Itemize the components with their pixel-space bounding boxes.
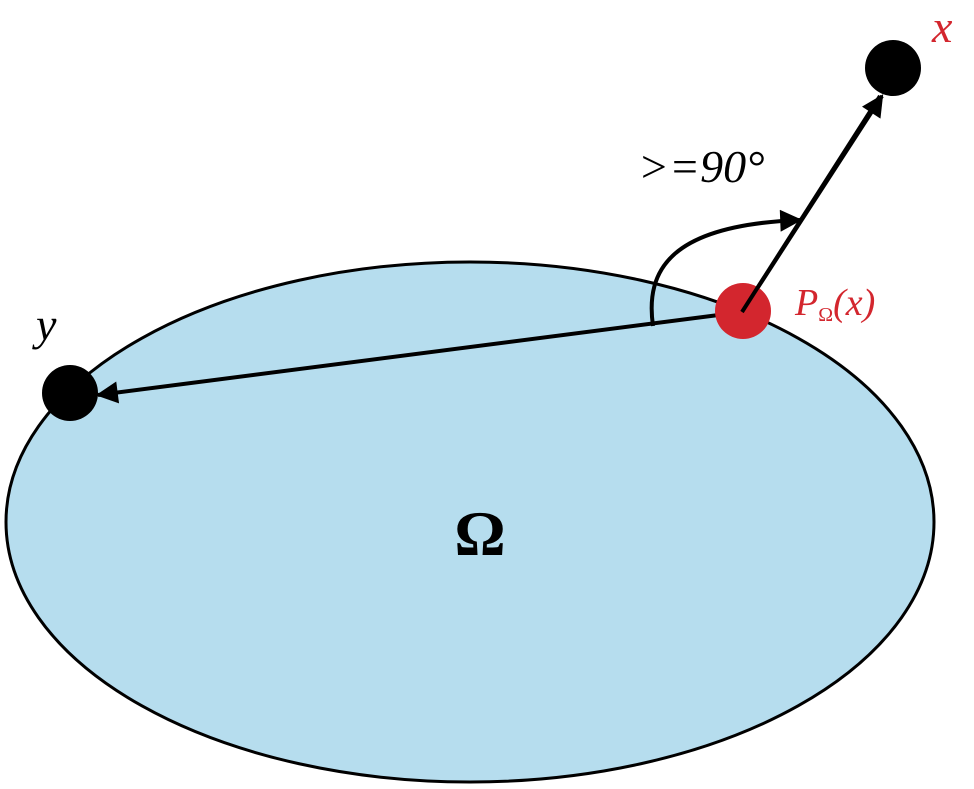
label-angle: >=90° [638, 141, 764, 192]
label-x: x [931, 1, 953, 52]
angle-arc [649, 209, 803, 327]
label-y: y [32, 299, 57, 350]
arrow-vertex [740, 94, 882, 314]
label-omega: Ω [454, 498, 505, 569]
point-y [42, 365, 98, 421]
point-x [865, 40, 921, 96]
convex-set-omega [4, 260, 936, 784]
arrow-to-y [95, 310, 743, 404]
label-projection: PΩ(x) [794, 282, 875, 326]
